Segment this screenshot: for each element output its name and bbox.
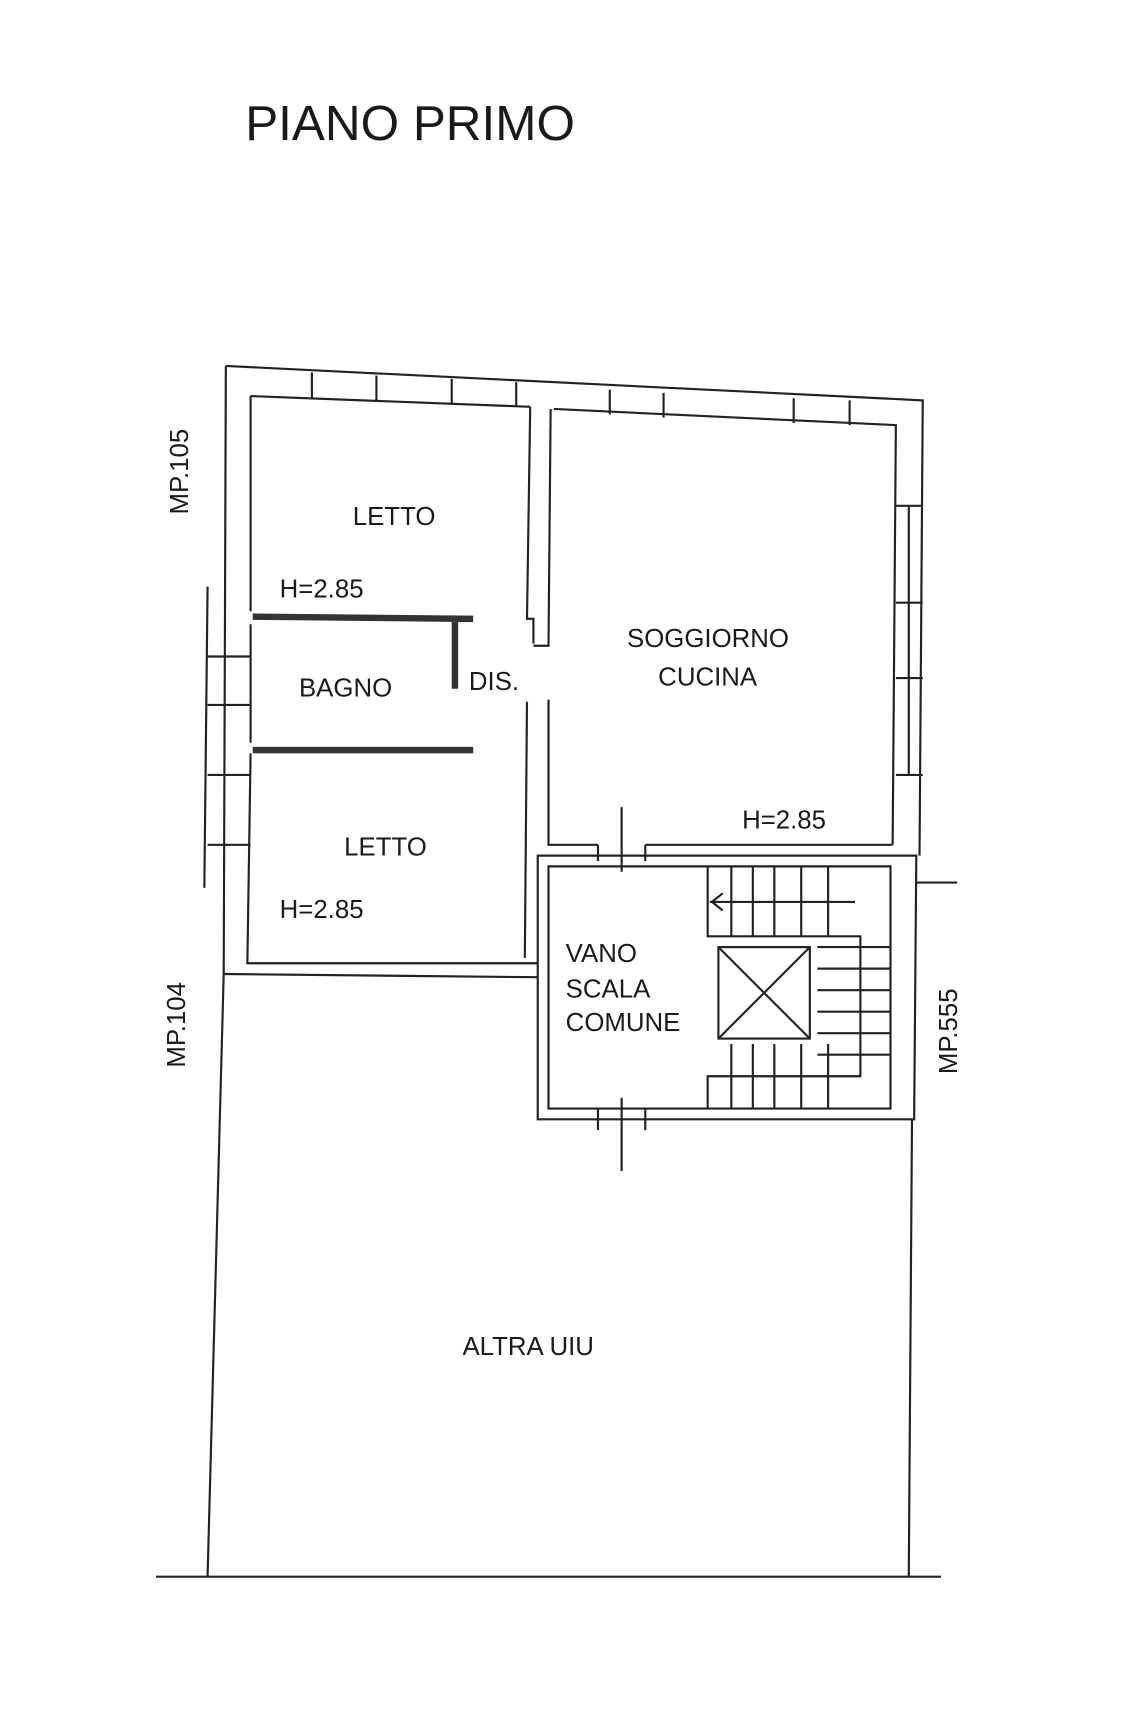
- neighbor-mp104: MP.104: [163, 982, 191, 1068]
- room-letto-top: LETTO: [353, 503, 436, 531]
- neighbor-mp105: MP.105: [166, 429, 194, 515]
- neighbor-mp555: MP.555: [935, 988, 963, 1074]
- interior-walls: [252, 406, 893, 958]
- room-altra-uiu: ALTRA UIU: [462, 1333, 593, 1361]
- room-vano: VANO: [566, 940, 637, 968]
- height-letto-top: H=2.85: [280, 575, 364, 603]
- height-soggiorno: H=2.85: [742, 807, 826, 835]
- room-soggiorno: SOGGIORNO: [627, 625, 789, 653]
- room-bagno: BAGNO: [299, 674, 392, 702]
- height-letto-bottom: H=2.85: [280, 896, 364, 924]
- plan-title: PIANO PRIMO: [245, 96, 575, 151]
- room-dis: DIS.: [469, 668, 519, 696]
- room-scala: SCALA: [566, 976, 651, 1004]
- room-letto-bottom: LETTO: [344, 834, 427, 862]
- stair-core: [536, 854, 958, 1171]
- outer-walls: [155, 364, 942, 1578]
- room-cucina: CUCINA: [658, 664, 758, 692]
- room-comune: COMUNE: [566, 1009, 681, 1037]
